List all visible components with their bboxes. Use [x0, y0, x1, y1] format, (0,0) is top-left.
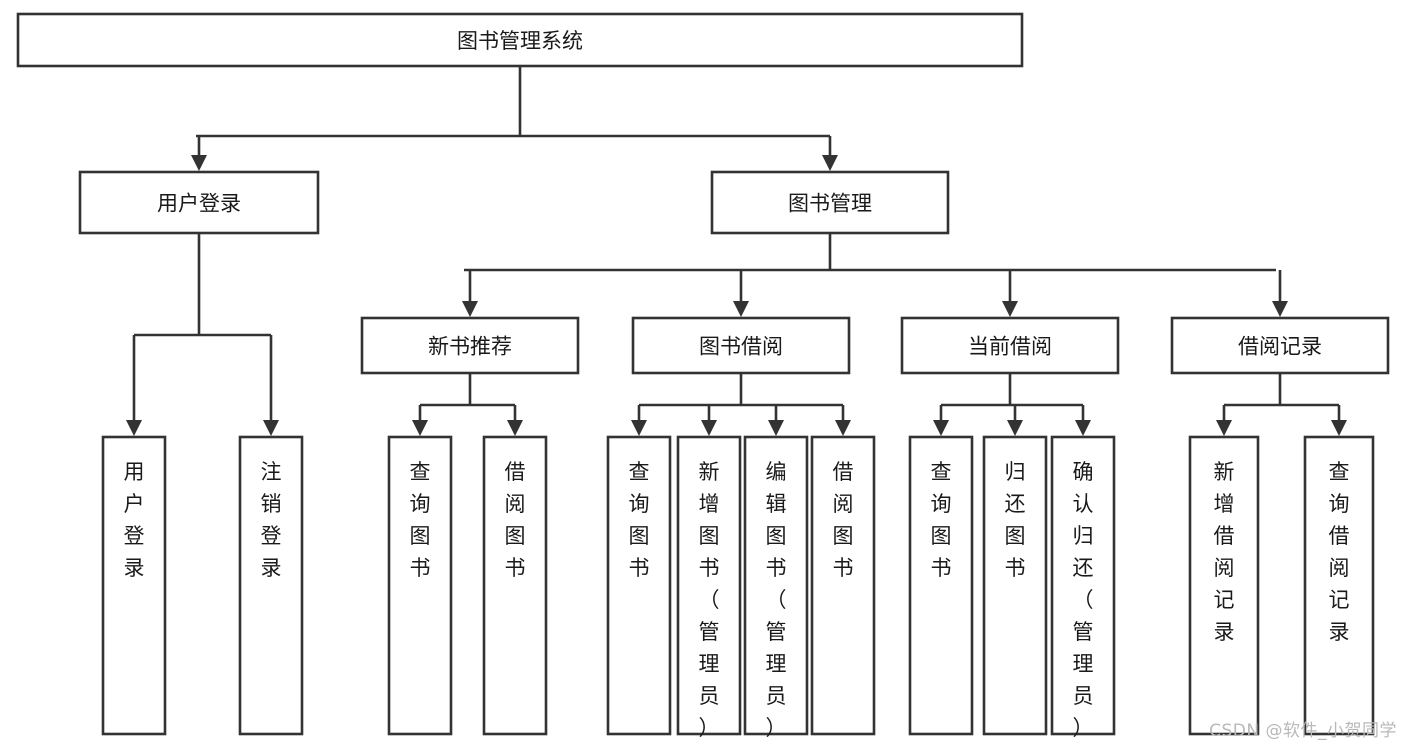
node-box-leaf-add-record [1188, 435, 1260, 736]
arrow-head-leaf-query-record [1331, 420, 1347, 436]
node-box-leaf-add-book [676, 435, 742, 736]
node-label-leaf-query-record: 查询借阅记录 [1329, 460, 1350, 644]
node-box-leaf-edit-book [743, 435, 809, 736]
node-leaf-user-logout[interactable]: 注销登录 [238, 435, 304, 736]
node-book-manage[interactable]: 图书管理 [710, 170, 950, 235]
node-leaf-query-book-3[interactable]: 查询图书 [908, 435, 974, 736]
node-box-leaf-return-book [982, 435, 1048, 736]
node-label-leaf-query-book-1: 查询图书 [410, 460, 431, 580]
node-label-leaf-user-login: 用户登录 [124, 460, 145, 580]
arrow-head-new-book-recommend [462, 301, 478, 317]
node-label-new-book-recommend: 新书推荐 [428, 335, 512, 359]
node-leaf-confirm-return[interactable]: 确认归还（管理员） [1050, 435, 1116, 740]
node-leaf-borrow-book-1[interactable]: 借阅图书 [482, 435, 548, 736]
node-current-borrow[interactable]: 当前借阅 [900, 316, 1120, 375]
node-user-login[interactable]: 用户登录 [78, 170, 320, 235]
node-label-current-borrow: 当前借阅 [968, 335, 1052, 359]
node-box-borrow-record [1170, 316, 1390, 375]
node-box-leaf-query-book-2 [606, 435, 672, 736]
node-label-book-borrow: 图书借阅 [699, 335, 783, 359]
arrow-head-leaf-confirm-return [1075, 420, 1091, 436]
arrow-head-leaf-query-book-2 [631, 420, 647, 436]
node-box-new-book-recommend [360, 316, 580, 375]
node-leaf-borrow-book-2[interactable]: 借阅图书 [810, 435, 876, 736]
arrow-head-leaf-query-book-3 [933, 420, 949, 436]
node-leaf-query-record[interactable]: 查询借阅记录 [1303, 435, 1375, 736]
node-label-leaf-query-book-3: 查询图书 [931, 460, 952, 580]
node-label-root: 图书管理系统 [457, 29, 583, 53]
node-box-leaf-borrow-book-1 [482, 435, 548, 736]
arrow-head-book-manage [822, 155, 838, 171]
connector-layer [126, 66, 1347, 436]
node-leaf-add-record[interactable]: 新增借阅记录 [1188, 435, 1260, 736]
node-box-leaf-user-logout [238, 435, 304, 736]
node-new-book-recommend[interactable]: 新书推荐 [360, 316, 580, 375]
arrow-head-leaf-borrow-book-1 [507, 420, 523, 436]
node-layer: 图书管理系统用户登录图书管理新书推荐图书借阅当前借阅借阅记录用户登录注销登录查询… [16, 12, 1390, 740]
node-box-current-borrow [900, 316, 1120, 375]
node-label-leaf-edit-book: 编辑图书（管理员） [766, 460, 787, 740]
node-box-leaf-confirm-return [1050, 435, 1116, 736]
node-label-borrow-record: 借阅记录 [1238, 335, 1322, 359]
node-label-leaf-user-logout: 注销登录 [261, 460, 282, 580]
node-label-leaf-add-book: 新增图书（管理员） [699, 460, 720, 740]
node-label-user-login: 用户登录 [157, 192, 241, 216]
node-box-book-manage [710, 170, 950, 235]
arrow-head-leaf-edit-book [768, 420, 784, 436]
arrow-head-leaf-user-login [126, 420, 142, 436]
arrow-head-book-borrow [733, 301, 749, 317]
node-box-leaf-query-book-3 [908, 435, 974, 736]
node-leaf-user-login[interactable]: 用户登录 [101, 435, 167, 736]
node-box-leaf-borrow-book-2 [810, 435, 876, 736]
node-label-book-manage: 图书管理 [788, 192, 872, 216]
node-label-leaf-query-book-2: 查询图书 [629, 460, 650, 580]
node-root[interactable]: 图书管理系统 [16, 12, 1024, 68]
node-box-user-login [78, 170, 320, 235]
node-box-book-borrow [631, 316, 851, 375]
node-label-leaf-borrow-book-1: 借阅图书 [505, 460, 526, 580]
node-label-leaf-borrow-book-2: 借阅图书 [833, 460, 854, 580]
arrow-head-user-login [191, 155, 207, 171]
arrow-head-leaf-borrow-book-2 [835, 420, 851, 436]
node-leaf-add-book[interactable]: 新增图书（管理员） [676, 435, 742, 740]
arrow-head-borrow-record [1272, 301, 1288, 317]
node-leaf-return-book[interactable]: 归还图书 [982, 435, 1048, 736]
node-borrow-record[interactable]: 借阅记录 [1170, 316, 1390, 375]
arrow-head-leaf-query-book-1 [412, 420, 428, 436]
arrow-head-leaf-add-record [1216, 420, 1232, 436]
node-box-root [16, 12, 1024, 68]
node-leaf-edit-book[interactable]: 编辑图书（管理员） [743, 435, 809, 740]
node-box-leaf-user-login [101, 435, 167, 736]
node-leaf-query-book-2[interactable]: 查询图书 [606, 435, 672, 736]
arrow-head-leaf-user-logout [263, 420, 279, 436]
node-box-leaf-query-record [1303, 435, 1375, 736]
node-label-leaf-return-book: 归还图书 [1005, 460, 1026, 580]
arrow-head-leaf-add-book [701, 420, 717, 436]
node-leaf-query-book-1[interactable]: 查询图书 [387, 435, 453, 736]
node-label-leaf-confirm-return: 确认归还（管理员） [1073, 460, 1094, 740]
node-label-leaf-add-record: 新增借阅记录 [1214, 460, 1235, 644]
node-book-borrow[interactable]: 图书借阅 [631, 316, 851, 375]
node-box-leaf-query-book-1 [387, 435, 453, 736]
arrow-head-leaf-return-book [1007, 420, 1023, 436]
arrow-head-current-borrow [1002, 301, 1018, 317]
